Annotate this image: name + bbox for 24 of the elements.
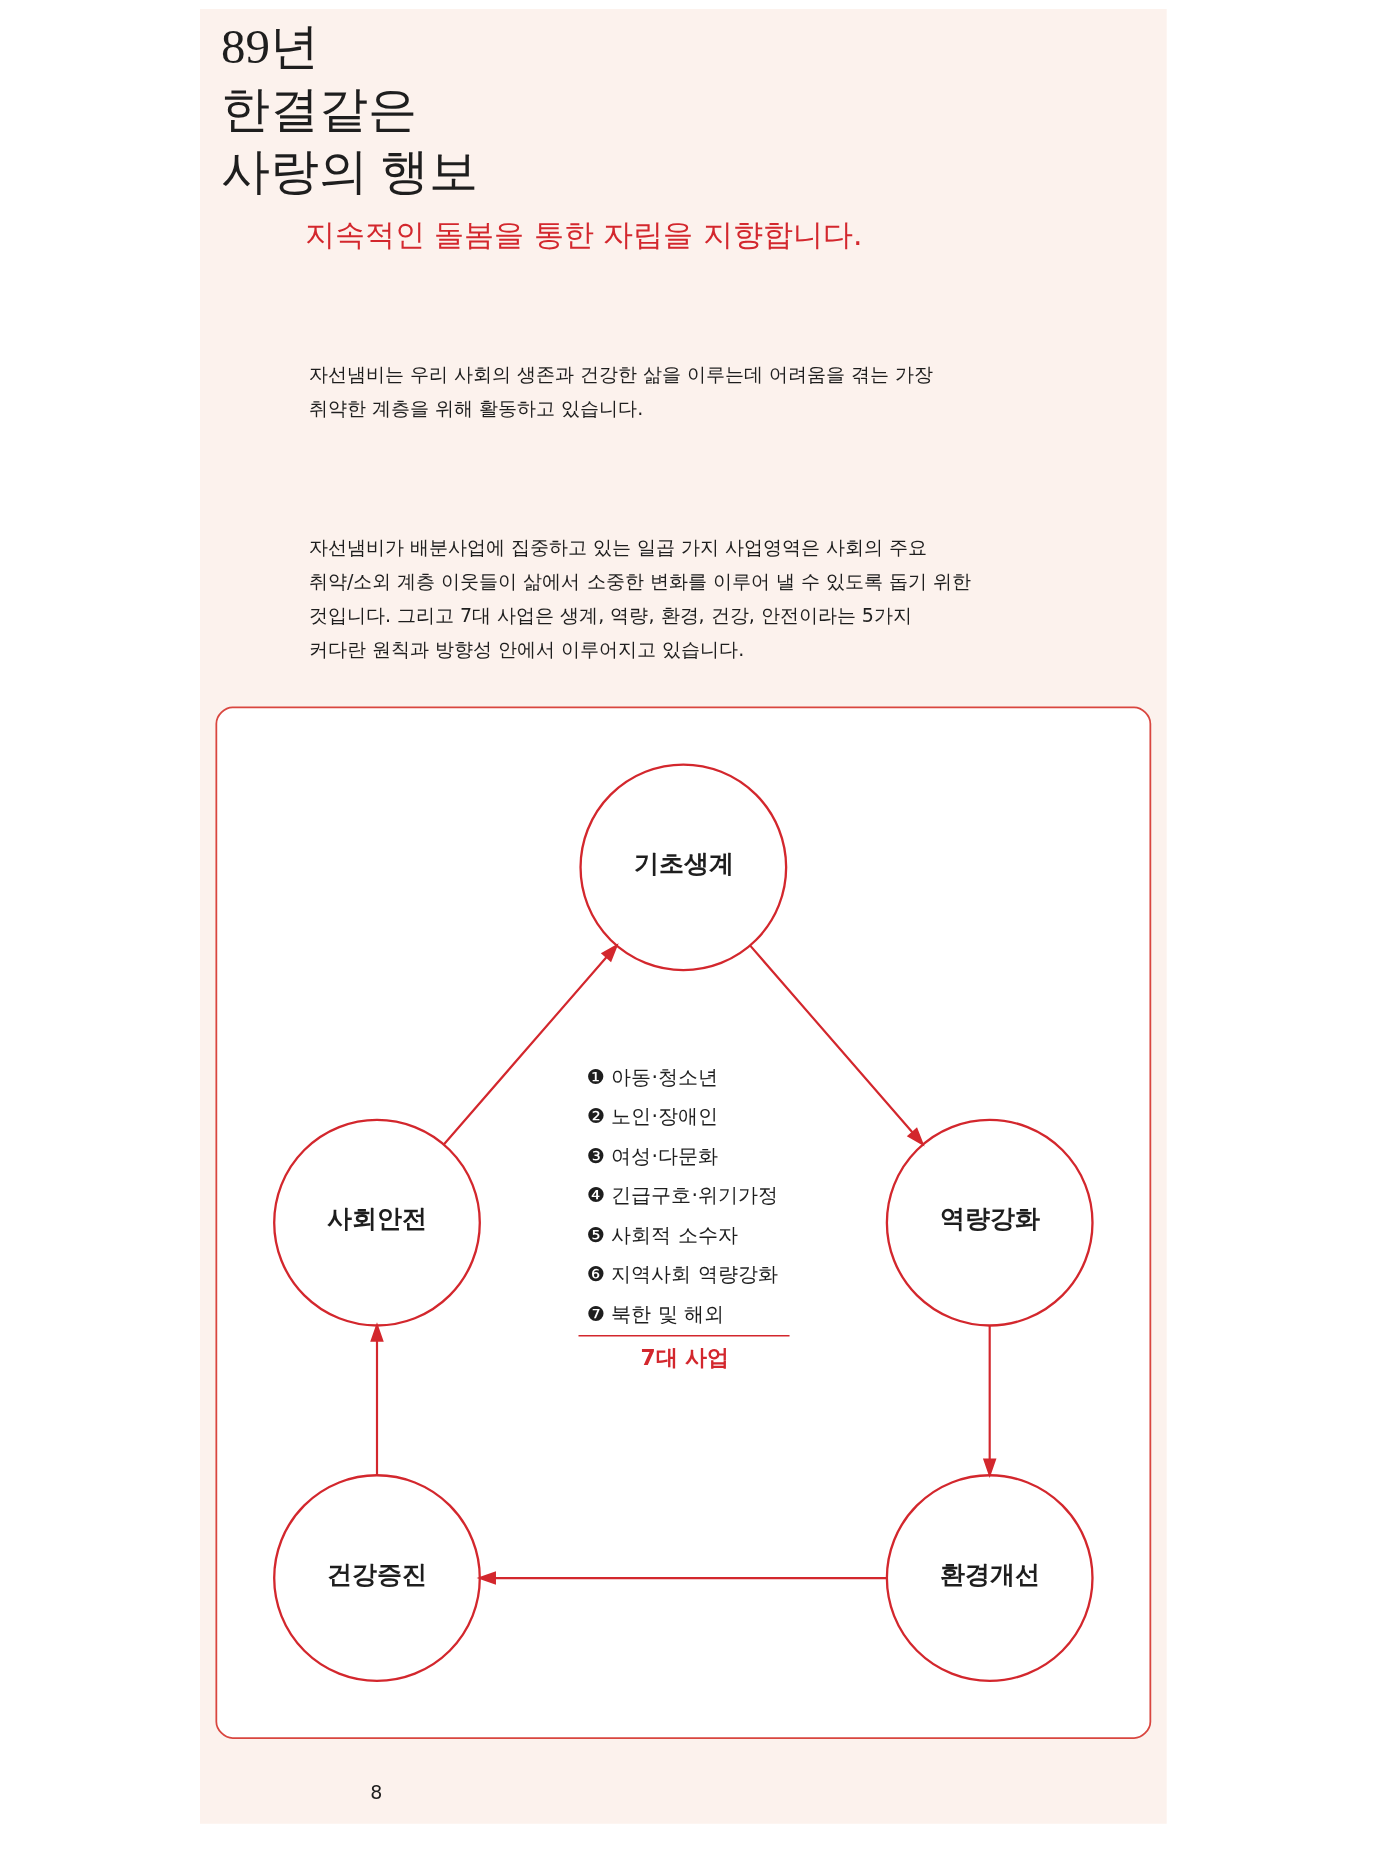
label: ❸ 여성·다문화 <box>586 1143 718 1168</box>
node-circle: 역량강화 <box>885 1118 1094 1327</box>
label: 지속적인 돌봄을 통한 자립을 지향합니다. <box>304 217 862 253</box>
arrow <box>442 943 619 1145</box>
label: 자선냄비가 배분사업에 집중하고 있는 일곱 가지 사업영역은 사회의 주요 취약/소외 계층 이웃들이 삶에서 소중한 변화를 이루어 낼 수 있도록 돕기 위한 것입니다. 그리고 7대 사업은 생계, 역량, 환경, 건강, 안전이라는 5가지 커다란 원칙과 방향성 안에서 이루어지고 있습니다. <box>308 535 971 660</box>
label: ❼ 북한 및 해외 <box>586 1301 724 1326</box>
label: 8 <box>369 1780 382 1803</box>
node-circle: 기초생계 <box>578 763 787 972</box>
arrow <box>369 1322 384 1475</box>
label: 자선냄비는 우리 사회의 생존과 건강한 삶을 이루는데 어려움을 겪는 가장 취약한 계층을 위해 활동하고 있습니다. <box>308 362 933 419</box>
label: ❻ 지역사회 역량강화 <box>586 1262 778 1287</box>
cluster <box>214 706 1151 1739</box>
label: ❶ 아동·청소년 <box>586 1064 718 1089</box>
arrow <box>982 1325 996 1478</box>
node-circle: 사회안전 <box>272 1118 481 1327</box>
arrow <box>748 944 925 1147</box>
label: ❺ 사회적 소수자 <box>586 1222 738 1247</box>
node-circle: 건강증진 <box>272 1474 481 1682</box>
label: ❷ 노인·장애인 <box>586 1104 718 1129</box>
diagram-title: 89년 한결같은 사랑의 행보 <box>220 19 478 200</box>
label: ❹ 긴급구호·위기가정 <box>586 1183 778 1208</box>
label: 7대 사업 <box>639 1345 729 1371</box>
node-circle: 환경개선 <box>885 1474 1094 1682</box>
arrow <box>476 1571 887 1585</box>
